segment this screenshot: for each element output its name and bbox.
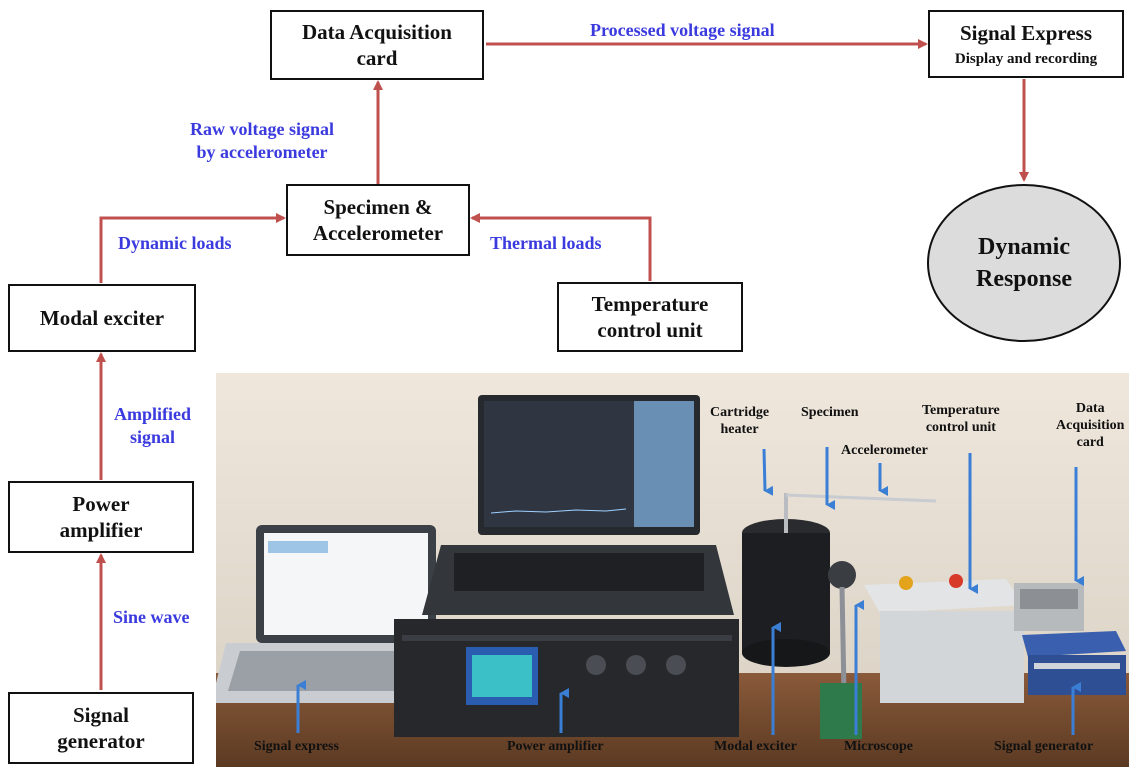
photo-label-power-amplifier: Power amplifier — [507, 739, 604, 754]
setup-photo-illustration — [216, 373, 1129, 767]
node-modal-exciter: Modal exciter — [8, 284, 196, 352]
label-dynamic-loads: Dynamic loads — [118, 233, 232, 253]
label-processed-voltage: Processed voltage signal — [590, 20, 775, 40]
photo-label-specimen: Specimen — [801, 405, 859, 420]
pointer-cartridge — [762, 448, 774, 496]
photo-power-amplifier — [394, 619, 739, 737]
photo-signal-generator — [1022, 631, 1126, 695]
photo-temperature-box — [864, 574, 1024, 703]
label-sine-wave: Sine wave — [113, 607, 190, 627]
edge-temperature-to-specimen — [470, 213, 652, 281]
photo-label-signal-generator: Signal generator — [994, 739, 1094, 754]
photo-label-microscope: Microscope — [844, 739, 913, 754]
photo-daq-card — [1014, 583, 1084, 631]
photo-modal-exciter — [742, 493, 937, 667]
photo-label-modal-exciter: Modal exciter — [714, 739, 797, 754]
label-thermal-loads: Thermal loads — [490, 233, 602, 253]
photo-label-signal-express: Signal express — [254, 739, 339, 754]
node-specimen-accelerometer: Specimen &Accelerometer — [286, 184, 470, 256]
photo-big-laptop — [422, 395, 734, 615]
photo-label-accelerometer: Accelerometer — [841, 443, 928, 458]
edge-modal-exciter-to-specimen — [99, 213, 286, 283]
